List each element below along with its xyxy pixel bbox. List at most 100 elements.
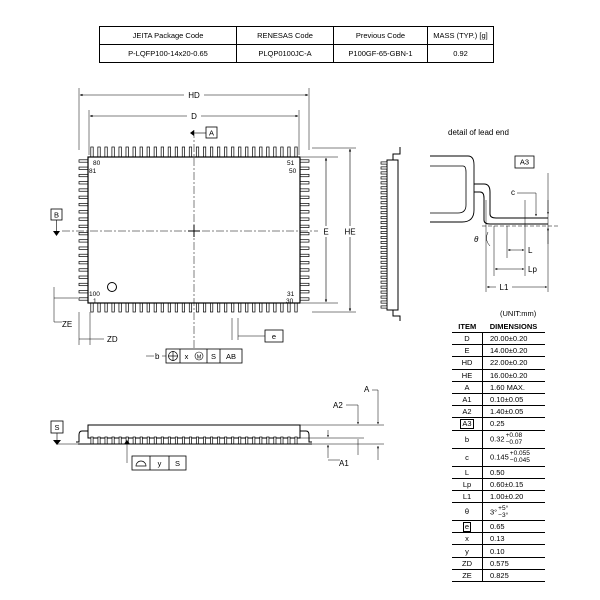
- lead: [280, 146, 284, 158]
- dimension-item: Lp: [452, 478, 483, 491]
- pin-number: 81: [89, 168, 97, 175]
- fcf-flatness: y S: [131, 455, 187, 471]
- side-lead-stack: [380, 161, 388, 309]
- lead: [104, 146, 108, 158]
- pin-number: 80: [93, 160, 101, 167]
- dimension-value: 0.32+0.08−0.07: [482, 430, 545, 449]
- dim-label-ze: ZE: [62, 320, 72, 329]
- lead: [380, 221, 388, 225]
- fcf-y: y: [158, 459, 162, 468]
- datum-a-label: A: [209, 129, 214, 138]
- dim-label-d: D: [191, 112, 197, 121]
- lead: [273, 302, 277, 313]
- dimension-item: A3: [452, 417, 483, 431]
- lead: [380, 181, 388, 185]
- lead: [299, 297, 310, 301]
- lead: [132, 436, 136, 445]
- lead: [266, 146, 270, 158]
- pitch-e-box: [264, 329, 284, 343]
- lead: [78, 166, 89, 170]
- dimension-item: HD: [452, 356, 483, 370]
- dimension-value: 14.00±0.20: [482, 344, 545, 358]
- dimension-item: e: [452, 520, 483, 534]
- lead-row-top: [90, 146, 298, 158]
- lead: [380, 161, 388, 165]
- dim-label-hd: HD: [188, 91, 200, 100]
- lead: [217, 302, 221, 313]
- boxed-item-label: e: [462, 522, 472, 533]
- pin-number: 30: [286, 298, 294, 305]
- lead: [210, 302, 214, 313]
- detail-title: detail of lead end: [448, 128, 509, 137]
- lead: [188, 146, 193, 158]
- end-lead-profile: [300, 430, 312, 443]
- package-code-table: JEITA Package Code RENESAS Code Previous…: [99, 26, 494, 63]
- side-view-end: [380, 147, 401, 321]
- lead: [294, 436, 298, 445]
- tolerance: +0.055−0.045: [509, 450, 530, 464]
- lead: [203, 146, 207, 158]
- lead: [245, 302, 249, 313]
- tolerance: +5°−3°: [498, 504, 509, 519]
- lead: [299, 239, 310, 243]
- lead: [245, 146, 249, 158]
- lead: [125, 302, 129, 313]
- dimension-header-value: DIMENSIONS: [482, 320, 545, 333]
- pin-number: 51: [287, 160, 295, 167]
- lead: [299, 210, 310, 214]
- dimension-item: c: [452, 448, 483, 467]
- lead: [78, 232, 89, 236]
- lead: [104, 436, 108, 445]
- lead: [139, 436, 143, 445]
- lead: [210, 146, 214, 158]
- mmc-symbol-icon: [194, 351, 204, 361]
- datum-s-label: S: [54, 423, 59, 432]
- lead: [146, 436, 150, 445]
- lead: [97, 302, 101, 313]
- lead: [380, 255, 388, 259]
- dim-label-e-pitch: e: [272, 332, 276, 341]
- dimension-value: 0.50: [482, 466, 545, 479]
- lead: [78, 275, 89, 279]
- dimension-value: 0.10±0.05: [482, 393, 545, 407]
- lead: [380, 176, 388, 180]
- pin-number: 31: [287, 291, 295, 298]
- lead: [299, 195, 310, 199]
- lead: [380, 166, 388, 170]
- dimension-value: 0.575: [482, 557, 545, 570]
- lead: [78, 282, 89, 287]
- dimension-value: 0.25: [482, 417, 545, 431]
- lead: [139, 302, 143, 313]
- lead: [153, 302, 157, 313]
- lead: [299, 232, 310, 236]
- fcf-position-tolerance: x M S AB: [165, 348, 243, 364]
- lead: [146, 146, 150, 158]
- lead: [380, 171, 388, 175]
- lead: [380, 295, 388, 299]
- lead: [380, 280, 388, 284]
- lead: [380, 240, 388, 244]
- pin-number: 1: [93, 298, 97, 305]
- lead: [299, 275, 310, 279]
- lead: [78, 297, 89, 301]
- lead: [380, 290, 388, 294]
- lead: [181, 436, 185, 445]
- lead: [299, 268, 310, 272]
- datum-a-box: [205, 126, 218, 139]
- lead: [380, 270, 388, 274]
- lead: [380, 265, 388, 269]
- lead: [299, 188, 310, 192]
- lead: [299, 166, 310, 170]
- lead: [299, 282, 310, 287]
